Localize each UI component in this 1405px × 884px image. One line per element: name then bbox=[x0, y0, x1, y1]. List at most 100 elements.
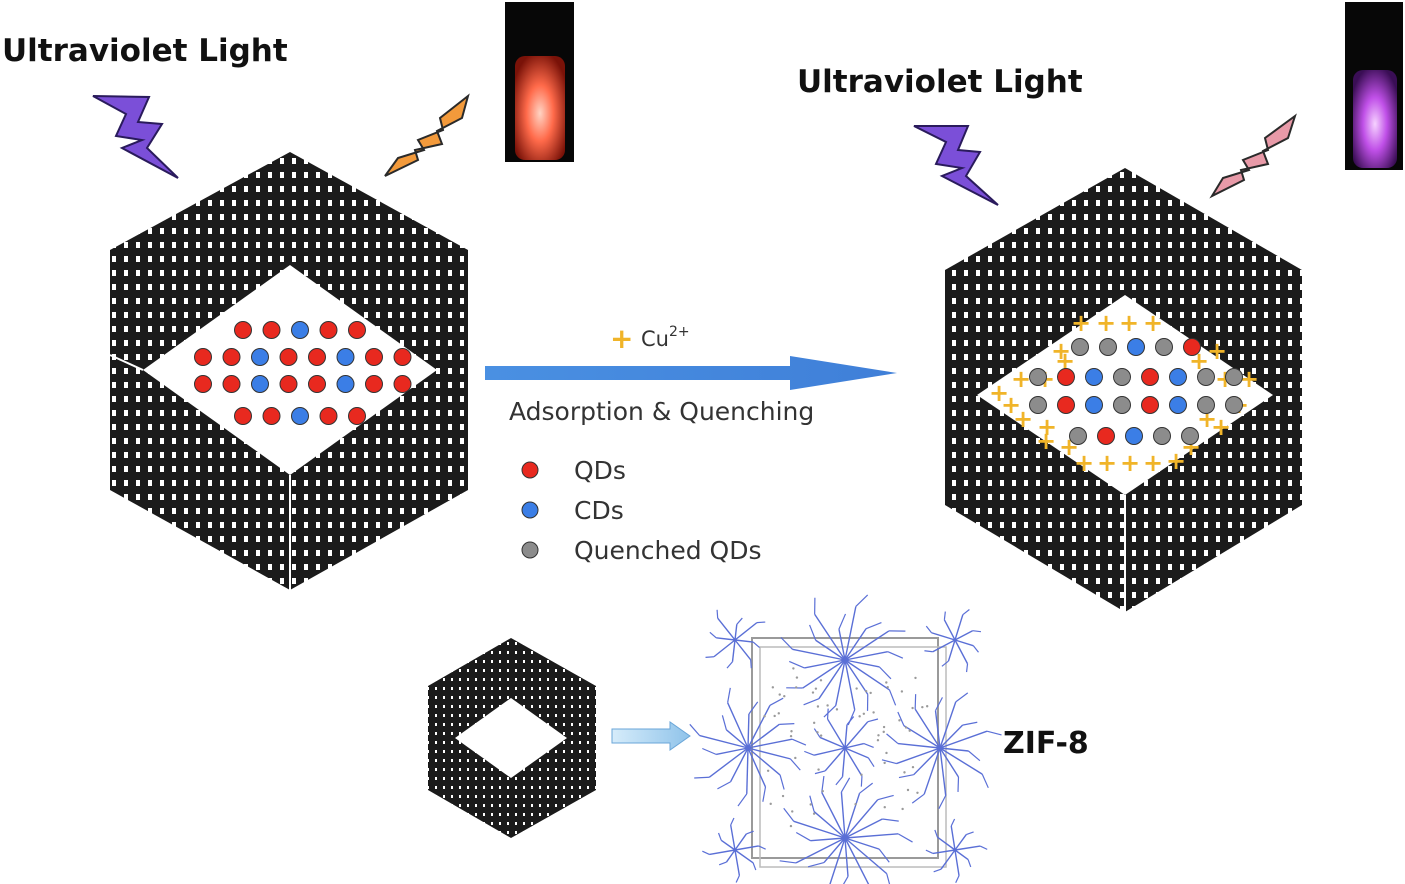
cd-particle bbox=[291, 321, 309, 339]
crystal-bond bbox=[762, 786, 767, 802]
ion-symbol-label: + bbox=[610, 322, 633, 355]
crystal-pore-dot bbox=[869, 691, 872, 695]
crystal-bond bbox=[792, 648, 846, 661]
crystal-bond bbox=[846, 716, 855, 726]
crystal-bond bbox=[791, 738, 807, 746]
crystal-bond bbox=[865, 622, 882, 630]
qd-particle bbox=[1057, 368, 1075, 386]
qd-particle bbox=[1183, 338, 1201, 356]
crystal-bond bbox=[844, 799, 879, 839]
crystal-bond bbox=[932, 849, 956, 855]
crystal-bond bbox=[844, 747, 863, 777]
crystal-bond bbox=[844, 650, 888, 661]
crystal-bond bbox=[886, 733, 899, 745]
crystal-bond bbox=[715, 747, 749, 756]
cu-ion-marker: + bbox=[1001, 391, 1021, 419]
crystal-bond bbox=[844, 724, 848, 749]
crystal-bond bbox=[888, 689, 897, 706]
crystal-pore-dot bbox=[811, 691, 815, 694]
legend-qds-marker bbox=[521, 461, 539, 479]
crystal-bond bbox=[756, 621, 766, 624]
ion-element-label: Cu bbox=[641, 327, 669, 351]
crystal-bond bbox=[939, 730, 988, 749]
crystal-bond bbox=[972, 645, 979, 653]
crystal-bond bbox=[878, 848, 890, 863]
crystal-bond bbox=[829, 837, 846, 884]
crystal-bond bbox=[947, 639, 956, 662]
cu-ion-marker: + bbox=[1143, 309, 1163, 337]
quenched-qd-particle bbox=[1113, 396, 1131, 414]
crystal-bond bbox=[717, 617, 736, 641]
crystal-bond bbox=[934, 710, 941, 749]
qd-particle bbox=[279, 348, 298, 366]
crystal-pore-dot bbox=[819, 734, 823, 737]
crystal-bond bbox=[844, 742, 865, 749]
crystal-bond bbox=[950, 825, 956, 851]
crystal-bond bbox=[954, 614, 964, 641]
crystal-bond bbox=[887, 651, 904, 659]
qd-particle bbox=[194, 375, 212, 393]
crystal-pore-dot bbox=[826, 704, 829, 707]
crystal-bond bbox=[923, 747, 941, 795]
crystal-pore-dot bbox=[903, 771, 906, 774]
crystal-pore-dot bbox=[877, 734, 880, 737]
qd-particle bbox=[262, 407, 281, 425]
crystal-bond bbox=[758, 845, 766, 850]
crystal-bond bbox=[962, 609, 970, 616]
crystal-bond bbox=[780, 637, 793, 650]
crystal-bond bbox=[943, 611, 946, 620]
crystal-pore-dot bbox=[886, 685, 889, 689]
right-uv-title: Ultraviolet Light bbox=[797, 64, 1083, 100]
quenched-qd-particle bbox=[1029, 396, 1047, 414]
quenched-qd-particle bbox=[1197, 396, 1215, 414]
crystal-bond bbox=[844, 606, 857, 661]
crystal-bond bbox=[804, 659, 846, 669]
cd-particle bbox=[1125, 427, 1143, 445]
crystal-bond bbox=[986, 730, 1002, 736]
crystal-bond bbox=[939, 747, 947, 796]
qd-particle bbox=[393, 348, 412, 366]
reaction-arrow-icon bbox=[485, 356, 897, 390]
crystal-bond bbox=[844, 837, 888, 875]
crystal-bond bbox=[859, 782, 874, 794]
crystal-bond bbox=[725, 849, 736, 863]
crystal-bond bbox=[747, 747, 767, 788]
crystal-bond bbox=[746, 830, 754, 835]
crystal-bond bbox=[702, 747, 717, 755]
crystal-bond bbox=[838, 628, 846, 661]
qd-particle bbox=[393, 375, 412, 393]
crystal-bond bbox=[818, 659, 846, 700]
quenched-qd-particle bbox=[1113, 368, 1131, 386]
crystal-pore-dot bbox=[883, 806, 886, 809]
crystal-bond bbox=[844, 833, 899, 839]
crystal-pore-dot bbox=[819, 679, 823, 682]
crystal-bond bbox=[747, 747, 781, 776]
crystal-bond bbox=[730, 817, 735, 826]
qd-particle bbox=[279, 375, 298, 393]
right-panel: Ultraviolet Light ++++++++++++++++++++++… bbox=[797, 2, 1403, 612]
crystal-pore-dot bbox=[773, 714, 776, 718]
crystal-bond bbox=[914, 708, 941, 749]
crystal-bond bbox=[814, 613, 846, 661]
crystal-pore-dot bbox=[864, 689, 868, 693]
cd-particle bbox=[291, 407, 309, 425]
small-framework-icon bbox=[428, 638, 596, 838]
crystal-bond bbox=[747, 738, 793, 749]
crystal-pore-dot bbox=[789, 824, 793, 828]
qd-particle bbox=[319, 321, 338, 339]
crystal-bond bbox=[954, 630, 973, 641]
crystal-pore-dot bbox=[835, 708, 839, 711]
crystal-bond bbox=[821, 775, 825, 793]
right-particle-cluster bbox=[1029, 338, 1243, 445]
crystal-pore-dot bbox=[771, 686, 775, 689]
cu-ion-marker: + bbox=[1239, 365, 1259, 393]
crystal-bond bbox=[730, 824, 736, 851]
crystal-pore-dot bbox=[783, 695, 786, 698]
crystal-bond bbox=[955, 692, 969, 703]
crystal-pore-dot bbox=[882, 730, 885, 734]
quenched-qd-particle bbox=[1181, 427, 1199, 445]
crystal-pore-dot bbox=[792, 667, 795, 670]
crystal-bond bbox=[962, 721, 978, 726]
crystal-bond bbox=[823, 837, 846, 864]
